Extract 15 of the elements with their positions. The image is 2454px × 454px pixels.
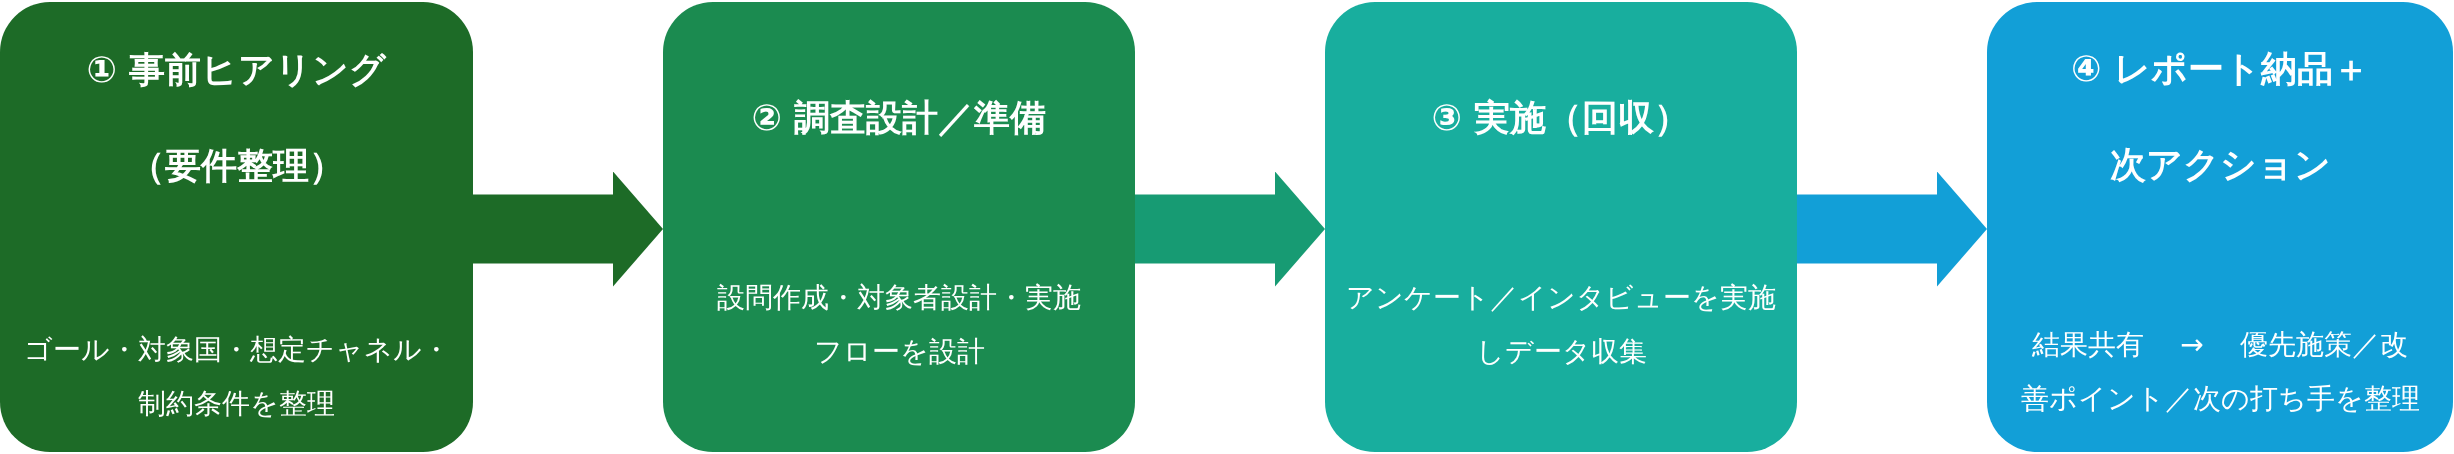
step-box <box>663 2 1135 452</box>
arrow <box>473 171 663 287</box>
step-description: アンケート／インタビューを実施しデータ収集 <box>1345 280 1777 370</box>
step-description: 結果共有 → 優先施策／改善ポイント／次の打ち手を整理 <box>2020 327 2420 417</box>
step-description: ゴール・対象国・想定チャネル・制約条件を整理 <box>22 332 451 422</box>
step-box <box>1325 2 1797 452</box>
step-box <box>1987 2 2453 452</box>
step-title: ① 事前ヒアリング（要件整理） <box>85 48 388 188</box>
step-description: 設問作成・対象者設計・実施フローを設計 <box>716 280 1082 370</box>
step-box <box>0 2 473 452</box>
step-title: ② 調査設計／準備 <box>751 96 1047 140</box>
arrow <box>1135 171 1325 287</box>
step-title: ④ レポート納品＋次アクション <box>2070 47 2370 187</box>
arrow <box>1797 171 1987 287</box>
step-title: ③ 実施（回収） <box>1431 96 1691 140</box>
